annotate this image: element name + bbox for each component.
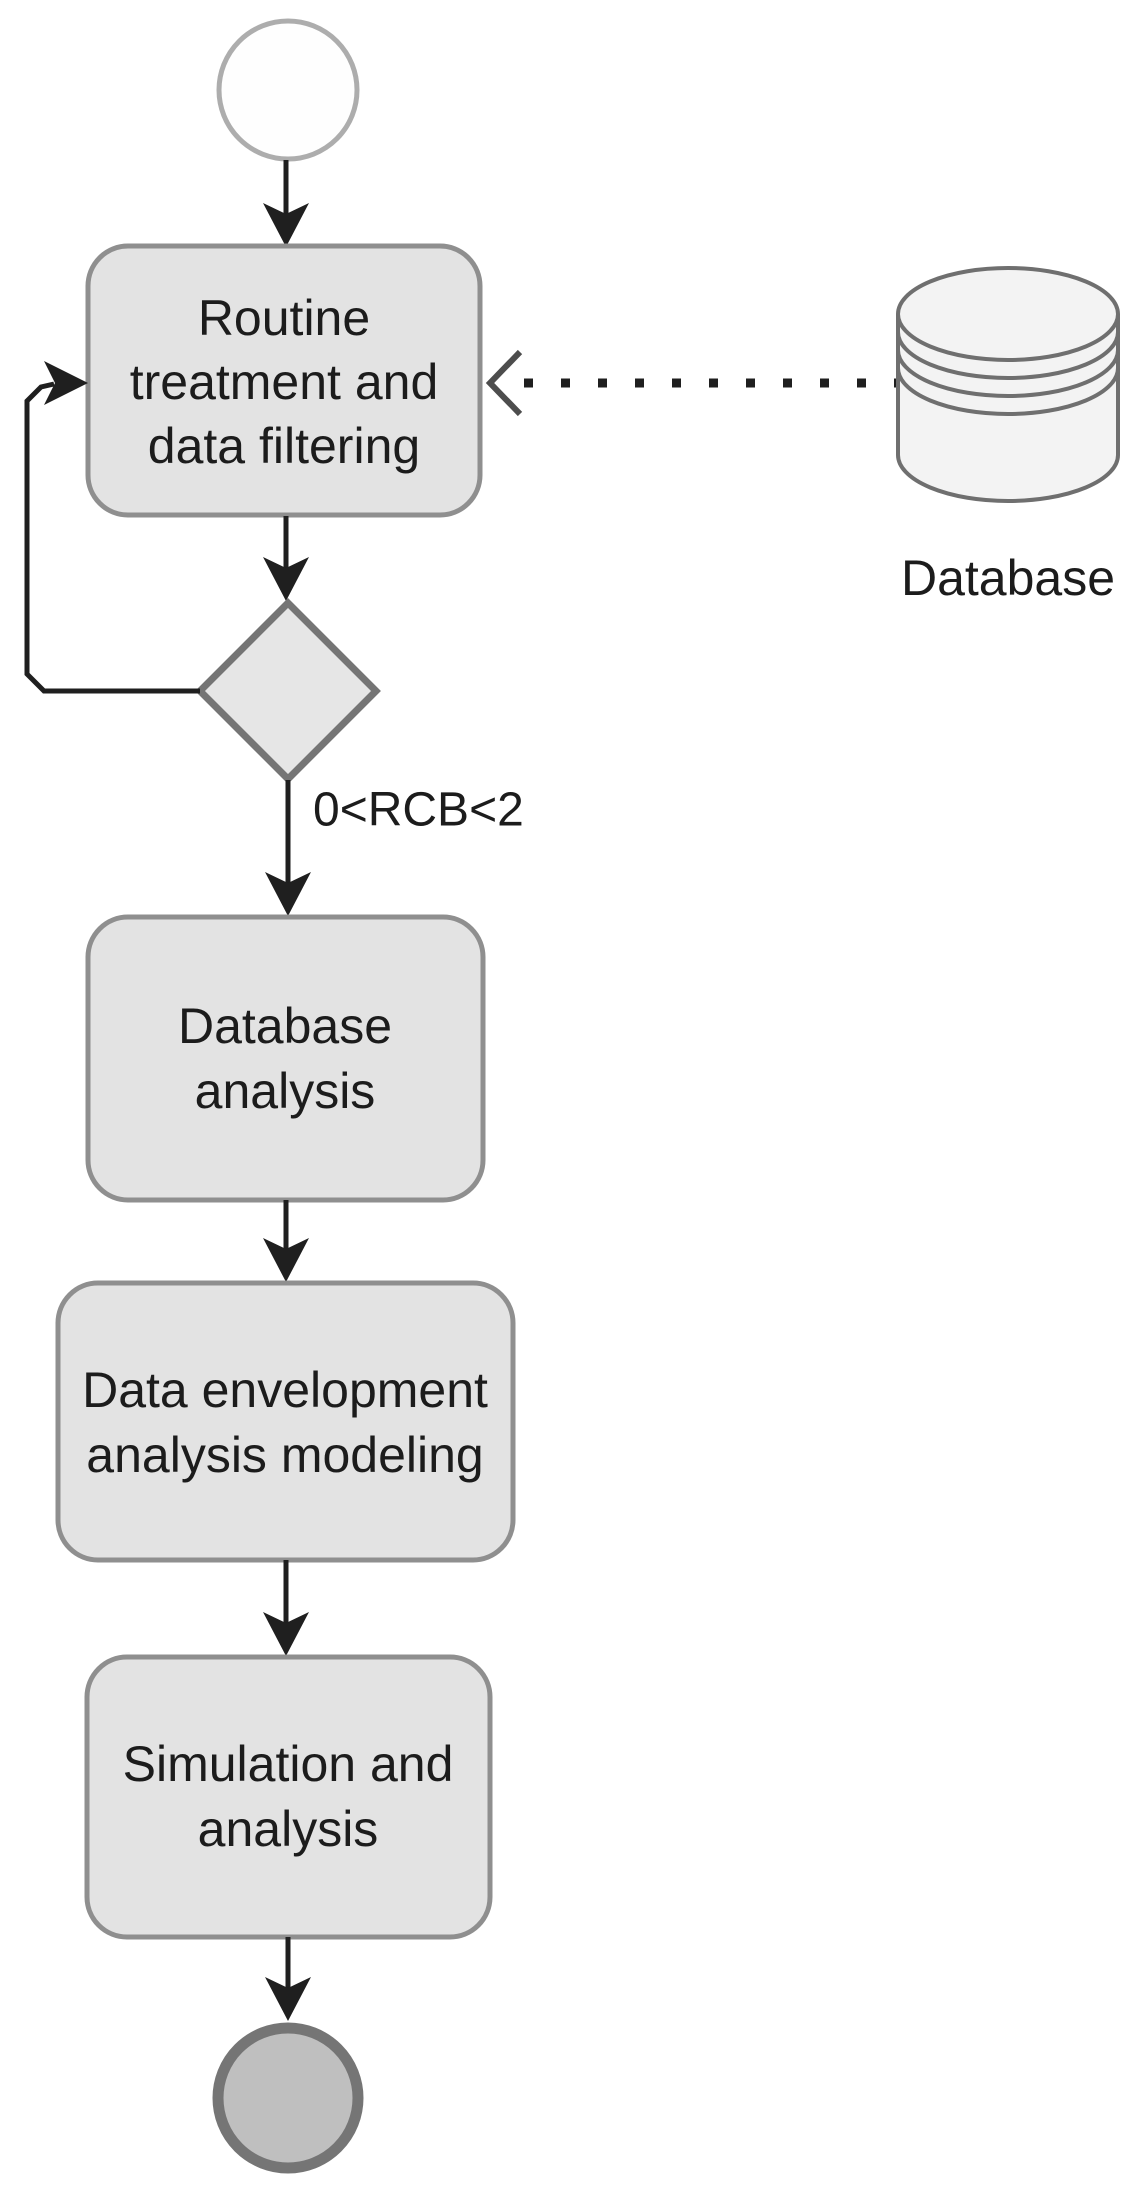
end-node bbox=[212, 2022, 364, 2174]
datastore-node: Database bbox=[896, 266, 1120, 606]
arrowhead-right-icon bbox=[44, 361, 88, 405]
edge-dea-to-simulation bbox=[263, 1560, 309, 1656]
edge-decision-to-database-analysis: 0<RCB<2 bbox=[265, 780, 524, 916]
cylinder-ring-1 bbox=[896, 313, 1120, 362]
edge-database-analysis-to-dea bbox=[263, 1200, 309, 1282]
activity-routine-label-line1: Routine bbox=[198, 290, 370, 346]
activity-simulation-label-line2: analysis bbox=[198, 1801, 379, 1857]
arrowhead-down-icon bbox=[265, 1977, 311, 2021]
start-node bbox=[216, 18, 360, 162]
cylinder-ring-4 bbox=[896, 367, 1120, 416]
arrowhead-down-icon bbox=[263, 1612, 309, 1656]
activity-database-analysis-label-line2: analysis bbox=[195, 1063, 376, 1119]
cylinder-ring-2 bbox=[896, 331, 1120, 380]
arrowhead-down-icon bbox=[263, 557, 309, 601]
edge-loop-decision-to-routine bbox=[24, 361, 200, 694]
activity-simulation: Simulation and analysis bbox=[84, 1654, 493, 1940]
activity-simulation-box bbox=[84, 1654, 493, 1940]
cylinder-ring-3 bbox=[896, 349, 1120, 398]
activity-dea-modeling-label-line1: Data envelopment bbox=[82, 1362, 488, 1418]
arrowhead-down-icon bbox=[263, 1238, 309, 1282]
decision-diamond bbox=[195, 598, 381, 784]
edge-simulation-to-end bbox=[265, 1937, 311, 2021]
start-node-circle bbox=[216, 18, 360, 162]
edge-datastore-dotted-connector bbox=[485, 349, 902, 417]
activity-database-analysis-box bbox=[85, 914, 486, 1203]
activity-routine-box bbox=[85, 243, 483, 518]
decision-node bbox=[195, 598, 381, 784]
decision-guard-label: 0<RCB<2 bbox=[313, 784, 524, 837]
activity-routine-label-line3: data filtering bbox=[148, 418, 420, 474]
edge-start-to-routine bbox=[263, 160, 309, 247]
end-node-circle bbox=[212, 2022, 364, 2174]
arrowhead-down-icon bbox=[265, 872, 311, 916]
loop-edge-line bbox=[24, 381, 200, 694]
arrowhead-down-icon bbox=[263, 203, 309, 247]
activity-simulation-label-line1: Simulation and bbox=[123, 1736, 454, 1792]
activity-routine-label-line2: treatment and bbox=[130, 354, 439, 410]
datastore-label: Database bbox=[901, 550, 1115, 606]
open-arrowhead-left-icon bbox=[485, 349, 523, 417]
activity-routine-treatment: Routine treatment and data filtering bbox=[85, 243, 483, 518]
activity-dea-modeling-label-line2: analysis modeling bbox=[86, 1427, 483, 1483]
activity-dea-modeling-box bbox=[55, 1280, 516, 1563]
edge-routine-to-decision bbox=[263, 516, 309, 601]
database-cylinder-icon bbox=[896, 266, 1120, 503]
activity-database-analysis: Database analysis bbox=[85, 914, 486, 1203]
activity-dea-modeling: Data envelopment analysis modeling bbox=[55, 1280, 516, 1563]
activity-database-analysis-label-line1: Database bbox=[178, 998, 392, 1054]
